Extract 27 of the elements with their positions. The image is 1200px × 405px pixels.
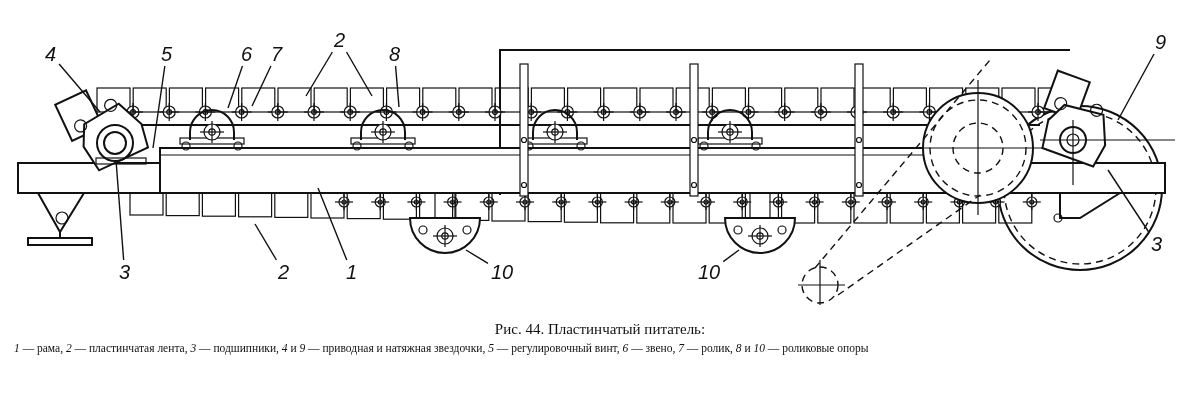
callout-number: 2	[277, 262, 291, 282]
figure-title: Рис. 44. Пластинчатый питатель:	[493, 320, 707, 338]
callout-number: 2	[333, 30, 347, 50]
leader-line	[394, 65, 400, 108]
leader-line	[465, 249, 489, 265]
callout-number: 3	[118, 262, 132, 282]
leader-line	[305, 51, 334, 97]
callout-number: 9	[1154, 32, 1168, 52]
figure-caption: 1 — рама, 2 — пластинчатая лента, 3 — подшипники, 4 и 9 — приводная и натяжная звездочки, 5 — регулировочный винт, 6 — звено, 7 — ролик, 8 и 10 — роликовые опоры	[14, 341, 870, 355]
callout-number: 6	[240, 44, 254, 64]
callout-number: 3	[1150, 234, 1164, 254]
leader-line	[345, 51, 373, 97]
callout-number: 1	[345, 262, 359, 282]
leader-line	[152, 65, 166, 149]
leader-line	[251, 65, 272, 107]
leader-line	[227, 65, 244, 109]
leader-line	[58, 63, 101, 113]
leader-line	[722, 249, 740, 263]
callout-number: 7	[270, 44, 284, 64]
callout-number: 10	[490, 262, 515, 282]
callout-number: 10	[697, 262, 722, 282]
leader-line	[1117, 53, 1155, 121]
callout-number: 4	[44, 44, 58, 64]
leader-line	[317, 187, 348, 261]
callout-number: 8	[388, 44, 402, 64]
callout-number: 5	[160, 44, 174, 64]
leader-line	[254, 223, 278, 261]
